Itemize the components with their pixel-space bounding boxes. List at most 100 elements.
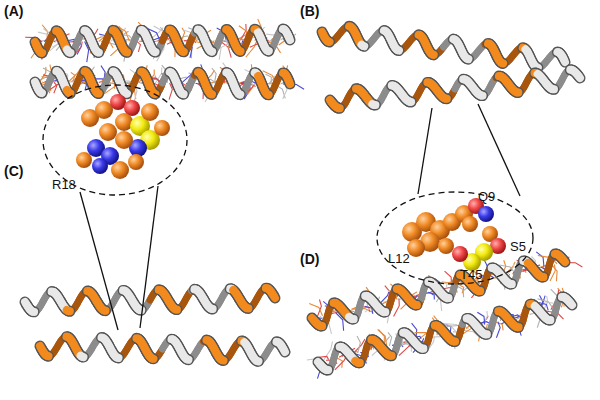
helix-face: [126, 48, 127, 56]
helix-edge: [104, 305, 105, 316]
helix-face: [182, 90, 183, 98]
helix-edge: [289, 37, 290, 40]
helix-face: [140, 306, 141, 314]
helix-edge: [552, 84, 554, 95]
helix-face: [517, 88, 519, 96]
helix-edge: [140, 304, 141, 315]
helix-edge: [239, 89, 240, 100]
helix-face: [126, 89, 127, 97]
side-chain: [71, 72, 75, 82]
helix-face: [289, 37, 290, 40]
helix-face: [68, 307, 69, 315]
helix-face: [154, 48, 155, 56]
helix-face: [211, 90, 212, 98]
helix-ribbon: [35, 63, 304, 104]
helix-edge: [467, 53, 468, 64]
helix-face: [398, 46, 399, 54]
helix-face: [41, 49, 42, 57]
helix-edge: [273, 295, 275, 298]
helix-edge: [211, 303, 212, 314]
helix-edge: [445, 93, 447, 104]
helix-edge: [267, 89, 268, 100]
helix-edge: [126, 46, 127, 57]
side-chain: [460, 285, 464, 293]
side-chain: [288, 34, 296, 40]
helix-face: [33, 308, 34, 316]
helix-edge: [517, 87, 519, 98]
helix-face: [578, 76, 580, 78]
helix-face: [247, 304, 248, 312]
helix-edge: [82, 351, 83, 362]
helix-face: [69, 48, 70, 56]
helix-face: [268, 47, 269, 55]
side-chain: [54, 82, 57, 93]
side-chain: [205, 83, 212, 102]
helix-face: [273, 295, 275, 298]
helix-edge: [41, 47, 42, 58]
helix-face: [175, 305, 176, 313]
helix-ribbon: [309, 252, 582, 334]
side-chain: [176, 83, 184, 94]
helix-face: [432, 50, 433, 58]
side-chain: [144, 41, 160, 54]
helix-face: [481, 91, 483, 99]
helix-ribbon: [25, 288, 275, 312]
helix-face: [47, 352, 48, 360]
side-chain: [445, 271, 452, 287]
helix-edge: [175, 304, 176, 315]
helix-face: [284, 349, 285, 352]
helix-edge: [410, 96, 412, 107]
helix-face: [467, 55, 468, 63]
helix-face: [239, 47, 240, 55]
helix-edge: [481, 90, 483, 101]
helix-ribbon: [322, 26, 565, 67]
helix-face: [374, 101, 376, 109]
side-chain: [312, 318, 325, 329]
helix-ribbon: [330, 70, 580, 108]
helix-edge: [239, 46, 240, 57]
helix-edge: [183, 46, 184, 57]
helix-edge: [33, 306, 34, 317]
helix-edge: [222, 355, 223, 366]
helix-face: [338, 104, 340, 112]
helix-face: [410, 98, 412, 106]
helix-edge: [117, 352, 118, 363]
side-chain: [283, 36, 290, 40]
helix-edge: [564, 60, 565, 62]
helix-edge: [69, 47, 70, 58]
helix-face: [211, 305, 212, 313]
helix-face: [69, 89, 70, 97]
helix-face: [104, 306, 105, 314]
helix-face: [183, 47, 184, 55]
helix-edge: [363, 40, 364, 51]
helix-face: [257, 357, 258, 365]
helix-face: [97, 89, 98, 97]
helix-edge: [152, 353, 153, 364]
helix-face: [552, 85, 554, 93]
helix-edge: [154, 46, 155, 57]
helix-edge: [257, 355, 258, 366]
side-chain: [279, 40, 286, 45]
helix-face: [363, 42, 364, 50]
helix-face: [222, 356, 223, 364]
side-chain: [37, 42, 42, 60]
side-chain: [507, 263, 514, 275]
helix-edge: [47, 350, 48, 361]
side-chain: [235, 40, 243, 51]
helix-face: [152, 354, 153, 362]
helix-face: [289, 81, 290, 84]
helix-edge: [97, 88, 98, 99]
helix-face: [267, 90, 268, 98]
helix-face: [445, 95, 447, 103]
helix-edge: [187, 354, 188, 365]
helix-face: [328, 38, 329, 46]
helix-edge: [374, 99, 376, 110]
helix-edge: [182, 88, 183, 99]
helix-face: [98, 48, 99, 56]
helix-edge: [98, 47, 99, 58]
helix-edge: [578, 76, 580, 78]
helix-edge: [398, 45, 399, 56]
helix-edge: [268, 45, 269, 56]
